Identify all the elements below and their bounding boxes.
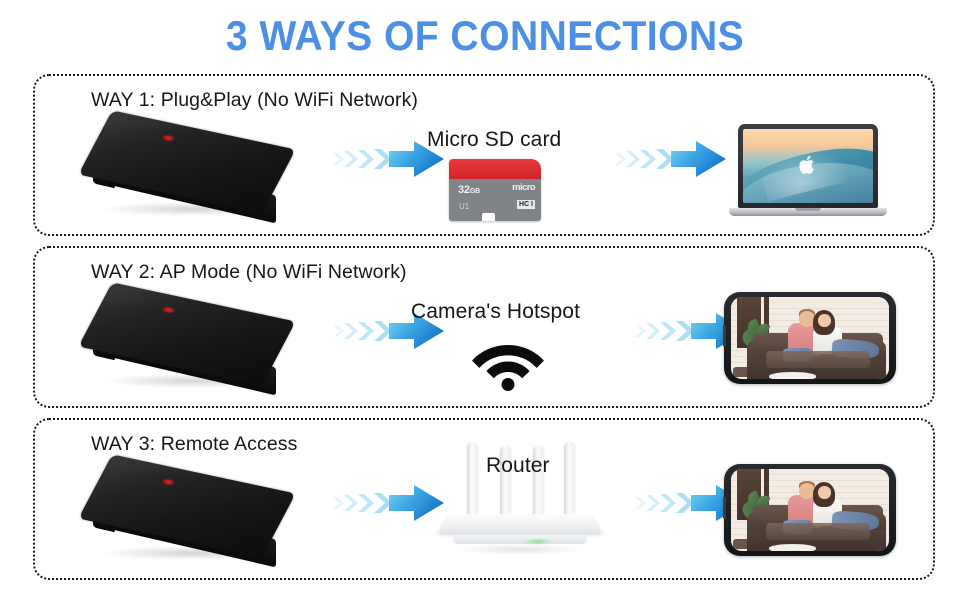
micro-sd-card-label: Micro SD card: [427, 128, 562, 151]
way-2-panel: WAY 2: AP Mode (No WiFi Network) Camera'…: [33, 246, 935, 408]
way-1-panel: WAY 1: Plug&Play (No WiFi Network): [33, 74, 935, 236]
flow-arrow-icon: [613, 136, 729, 182]
phone-screen: [731, 469, 889, 551]
security-camera-device: [78, 282, 296, 396]
apple-logo-icon: [799, 155, 814, 175]
phone-screen: [731, 297, 889, 379]
scene-window-frame: [764, 469, 769, 517]
sd-card-body: 32GB micro HC I U1: [449, 159, 541, 221]
security-camera-device: [78, 454, 296, 568]
flow-arrow-icon: [331, 308, 447, 354]
scene-side-table: [732, 366, 754, 378]
scene-rug: [768, 544, 817, 551]
router-antenna: [533, 446, 544, 522]
scene-rug: [768, 372, 817, 379]
router-body: [438, 514, 602, 534]
sd-card-red-band: [449, 159, 541, 179]
sd-card-speed-mark: U1: [459, 202, 470, 211]
sd-card-notch: [482, 213, 495, 221]
way-2-label: WAY 2: AP Mode (No WiFi Network): [91, 261, 407, 283]
micro-sd-card-graphic: 32GB micro HC I U1: [449, 159, 541, 221]
router-antenna: [467, 442, 478, 522]
router-label: Router: [486, 454, 550, 477]
laptop-trackpad-notch: [795, 208, 821, 211]
smartphone-device: [723, 292, 896, 384]
laptop-device: [729, 124, 887, 222]
wifi-signal-icon: [469, 335, 547, 391]
wifi-router-device: [438, 440, 602, 558]
router-antenna: [564, 442, 575, 522]
scene-window-frame: [764, 297, 769, 345]
laptop-screen: [743, 129, 873, 203]
page-title: 3 WAYS OF CONNECTIONS: [225, 12, 745, 59]
scene-cushion: [765, 523, 871, 540]
way-3-label: WAY 3: Remote Access: [91, 433, 298, 455]
flow-arrow-icon: [331, 136, 447, 182]
phone-frame: [723, 464, 896, 556]
scene-cushion: [765, 351, 871, 368]
sd-card-logo: micro HC I: [512, 182, 536, 209]
sd-card-capacity: 32GB: [458, 184, 480, 196]
phone-frame: [723, 292, 896, 384]
router-antenna: [500, 446, 511, 522]
phone-side-button[interactable]: [723, 325, 726, 347]
router-front-edge: [453, 535, 587, 544]
way-3-panel: WAY 3: Remote Access Router: [33, 418, 935, 580]
scene-man-head: [798, 482, 815, 499]
laptop-base: [729, 208, 887, 216]
flow-arrow-icon: [633, 480, 749, 526]
smartphone-device: [723, 464, 896, 556]
scene-woman-face: [817, 486, 831, 499]
laptop-lid: [738, 124, 878, 208]
router-led-indicator-icon: [524, 538, 552, 545]
way-1-label: WAY 1: Plug&Play (No WiFi Network): [91, 89, 419, 111]
flow-arrow-icon: [331, 480, 447, 526]
security-camera-device: [78, 110, 296, 224]
router-shadow: [456, 544, 584, 555]
scene-side-table: [732, 538, 754, 550]
flow-arrow-icon: [633, 308, 749, 354]
camera-hotspot-label: Camera's Hotspot: [411, 300, 581, 323]
scene-woman-face: [817, 314, 831, 327]
scene-man-head: [798, 310, 815, 327]
phone-side-button[interactable]: [723, 497, 726, 519]
